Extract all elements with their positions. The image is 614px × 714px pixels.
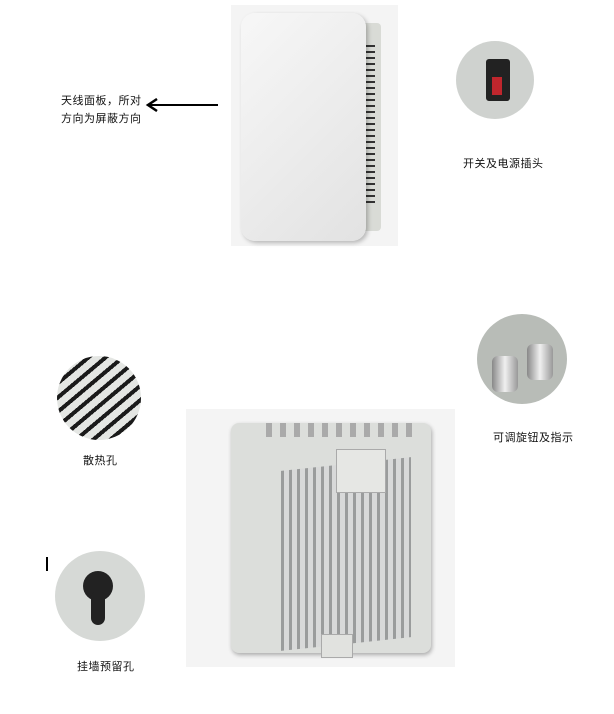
wall-mount-photo: [55, 551, 145, 641]
switch-power-photo: [456, 41, 534, 119]
back-product-photo: [186, 409, 455, 667]
antenna-panel: [241, 13, 366, 241]
text-cursor: [46, 557, 48, 571]
knobs-photo: [477, 314, 567, 404]
switch-power-label: 开关及电源插头: [463, 157, 544, 170]
knobs-indicator-label: 可调旋钮及指示: [493, 431, 574, 444]
antenna-panel-label: 天线面板，所对 方向为屏蔽方向: [61, 94, 142, 125]
heat-vents-label: 散热孔: [83, 454, 118, 467]
front-product-photo: [231, 5, 398, 246]
wall-mount-label: 挂墙预留孔: [77, 660, 135, 673]
heat-vents-photo: [57, 356, 141, 440]
arrow-left-icon: [145, 98, 218, 112]
connectors: [266, 423, 416, 437]
mount-bracket: [336, 449, 386, 493]
